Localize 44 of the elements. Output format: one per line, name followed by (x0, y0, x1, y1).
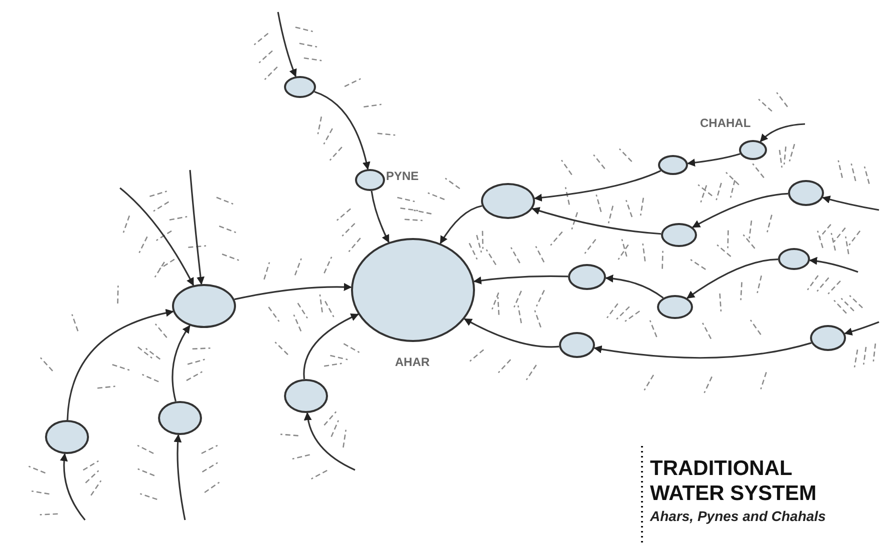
stream-arrow (532, 206, 662, 235)
pond-ellipse (788, 180, 824, 206)
stream-arrow (174, 434, 186, 520)
stream-arrow (605, 274, 664, 299)
pond-ellipse (657, 295, 693, 319)
place-label: AHAR (395, 356, 430, 368)
pond-ellipse (481, 183, 535, 219)
stream-arrow (314, 90, 370, 170)
stream-arrow (464, 318, 560, 348)
stream-arrow (692, 192, 788, 228)
stream-arrow (370, 190, 390, 243)
stream-arrow (473, 275, 568, 284)
stream-arrow (304, 412, 356, 471)
stream-arrow (686, 258, 778, 299)
pond-ellipse (559, 332, 595, 358)
pond-ellipse (778, 248, 810, 270)
stream-arrow (277, 12, 297, 78)
pond-ellipse (810, 325, 846, 351)
stream-arrow (760, 123, 806, 142)
stream-arrow (189, 170, 205, 285)
stream-arrow (60, 453, 86, 520)
pond-ellipse (284, 76, 316, 98)
place-label: CHAHAL (700, 117, 751, 129)
stream-arrow (234, 283, 352, 300)
stream-arrow (172, 325, 190, 402)
stream-arrow (844, 321, 880, 336)
stream-arrow (594, 342, 812, 359)
caption: Ahars, Pynes and Chahals (650, 507, 827, 526)
title: TRADITIONAL WATER SYSTEM (650, 456, 818, 506)
stream-arrow (809, 257, 858, 273)
place-label: PYNE (386, 170, 419, 182)
pond-ellipse (45, 420, 89, 454)
pond-ellipse (661, 223, 697, 247)
stream-arrow (303, 314, 359, 380)
stream-arrow (440, 205, 482, 244)
pond-ellipse (158, 401, 202, 435)
pond-ellipse (658, 155, 688, 175)
stream-arrow (822, 196, 880, 211)
stream-arrow (534, 170, 662, 202)
pond-ellipse (568, 264, 606, 290)
stream-arrow (687, 153, 740, 167)
stream-arrow (119, 187, 194, 286)
pond-ellipse (284, 379, 328, 413)
stream-arrow (66, 309, 174, 420)
